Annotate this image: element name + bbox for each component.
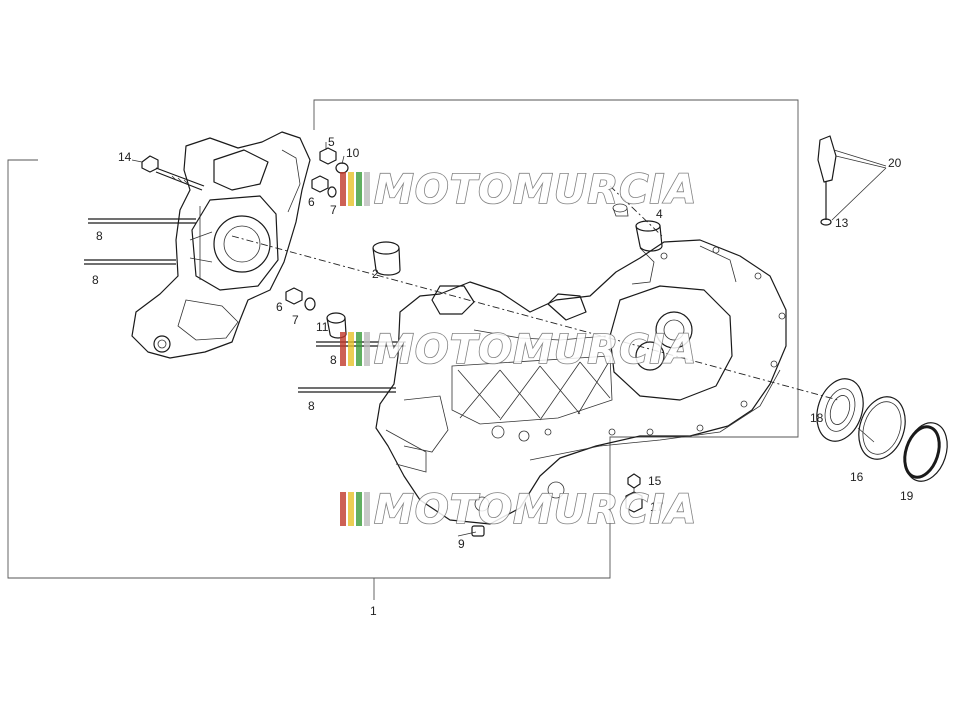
- watermark-3: MOTOMURCIA: [340, 486, 697, 534]
- right-crankcase-half: [375, 239, 787, 525]
- label-7b: 7: [292, 313, 299, 327]
- label-8c: 8: [330, 353, 337, 367]
- label-15: 15: [648, 474, 662, 488]
- label-4: 4: [656, 207, 663, 221]
- label-13: 13: [835, 216, 849, 230]
- label-16: 16: [850, 470, 864, 484]
- bolt-14: [141, 155, 205, 191]
- circlip-16: [858, 396, 906, 460]
- leader-lines: [131, 142, 875, 537]
- label-9: 9: [458, 537, 465, 551]
- bushing-2: [372, 241, 401, 276]
- label-8a: 8: [96, 229, 103, 243]
- label-8d: 8: [308, 399, 315, 413]
- label-5: 5: [328, 135, 335, 149]
- watermark-text: MOTOMURCIA: [374, 487, 697, 533]
- oil-seal-19: [903, 422, 948, 482]
- watermark-text: MOTOMURCIA: [374, 327, 697, 373]
- label-2: 2: [372, 267, 379, 281]
- label-20: 20: [888, 156, 902, 170]
- label-11: 11: [316, 320, 329, 334]
- drain-bolt-15-17: [625, 473, 643, 513]
- watermark-2: MOTOMURCIA: [340, 326, 697, 374]
- label-1: 1: [370, 604, 377, 618]
- label-19: 19: [900, 489, 914, 503]
- label-6b: 6: [276, 300, 283, 314]
- label-14: 14: [118, 150, 132, 164]
- label-18: 18: [810, 411, 824, 425]
- studs-8: [84, 218, 406, 393]
- bracket-frame: [7, 99, 799, 600]
- watermark-text: MOTOMURCIA: [374, 167, 697, 213]
- label-10: 10: [346, 146, 360, 160]
- label-17: 17: [650, 500, 664, 514]
- dipstick-13-20: [817, 135, 887, 226]
- dowel-9: [471, 525, 485, 537]
- nuts-washers-5-6-7-10: [285, 147, 349, 311]
- label-6a: 6: [308, 195, 315, 209]
- part-number-labels: 1 2 4 5 6 6 7 7 8 8 8 8 9 10 11 13 14 15…: [92, 135, 914, 618]
- watermark-1: MOTOMURCIA: [340, 166, 697, 214]
- axis-lines: [231, 185, 839, 401]
- label-8b: 8: [92, 273, 99, 287]
- bearing-18: [816, 378, 864, 442]
- left-crankcase-half: [131, 131, 311, 359]
- bushing-4: [612, 203, 663, 252]
- label-7a: 7: [330, 203, 337, 217]
